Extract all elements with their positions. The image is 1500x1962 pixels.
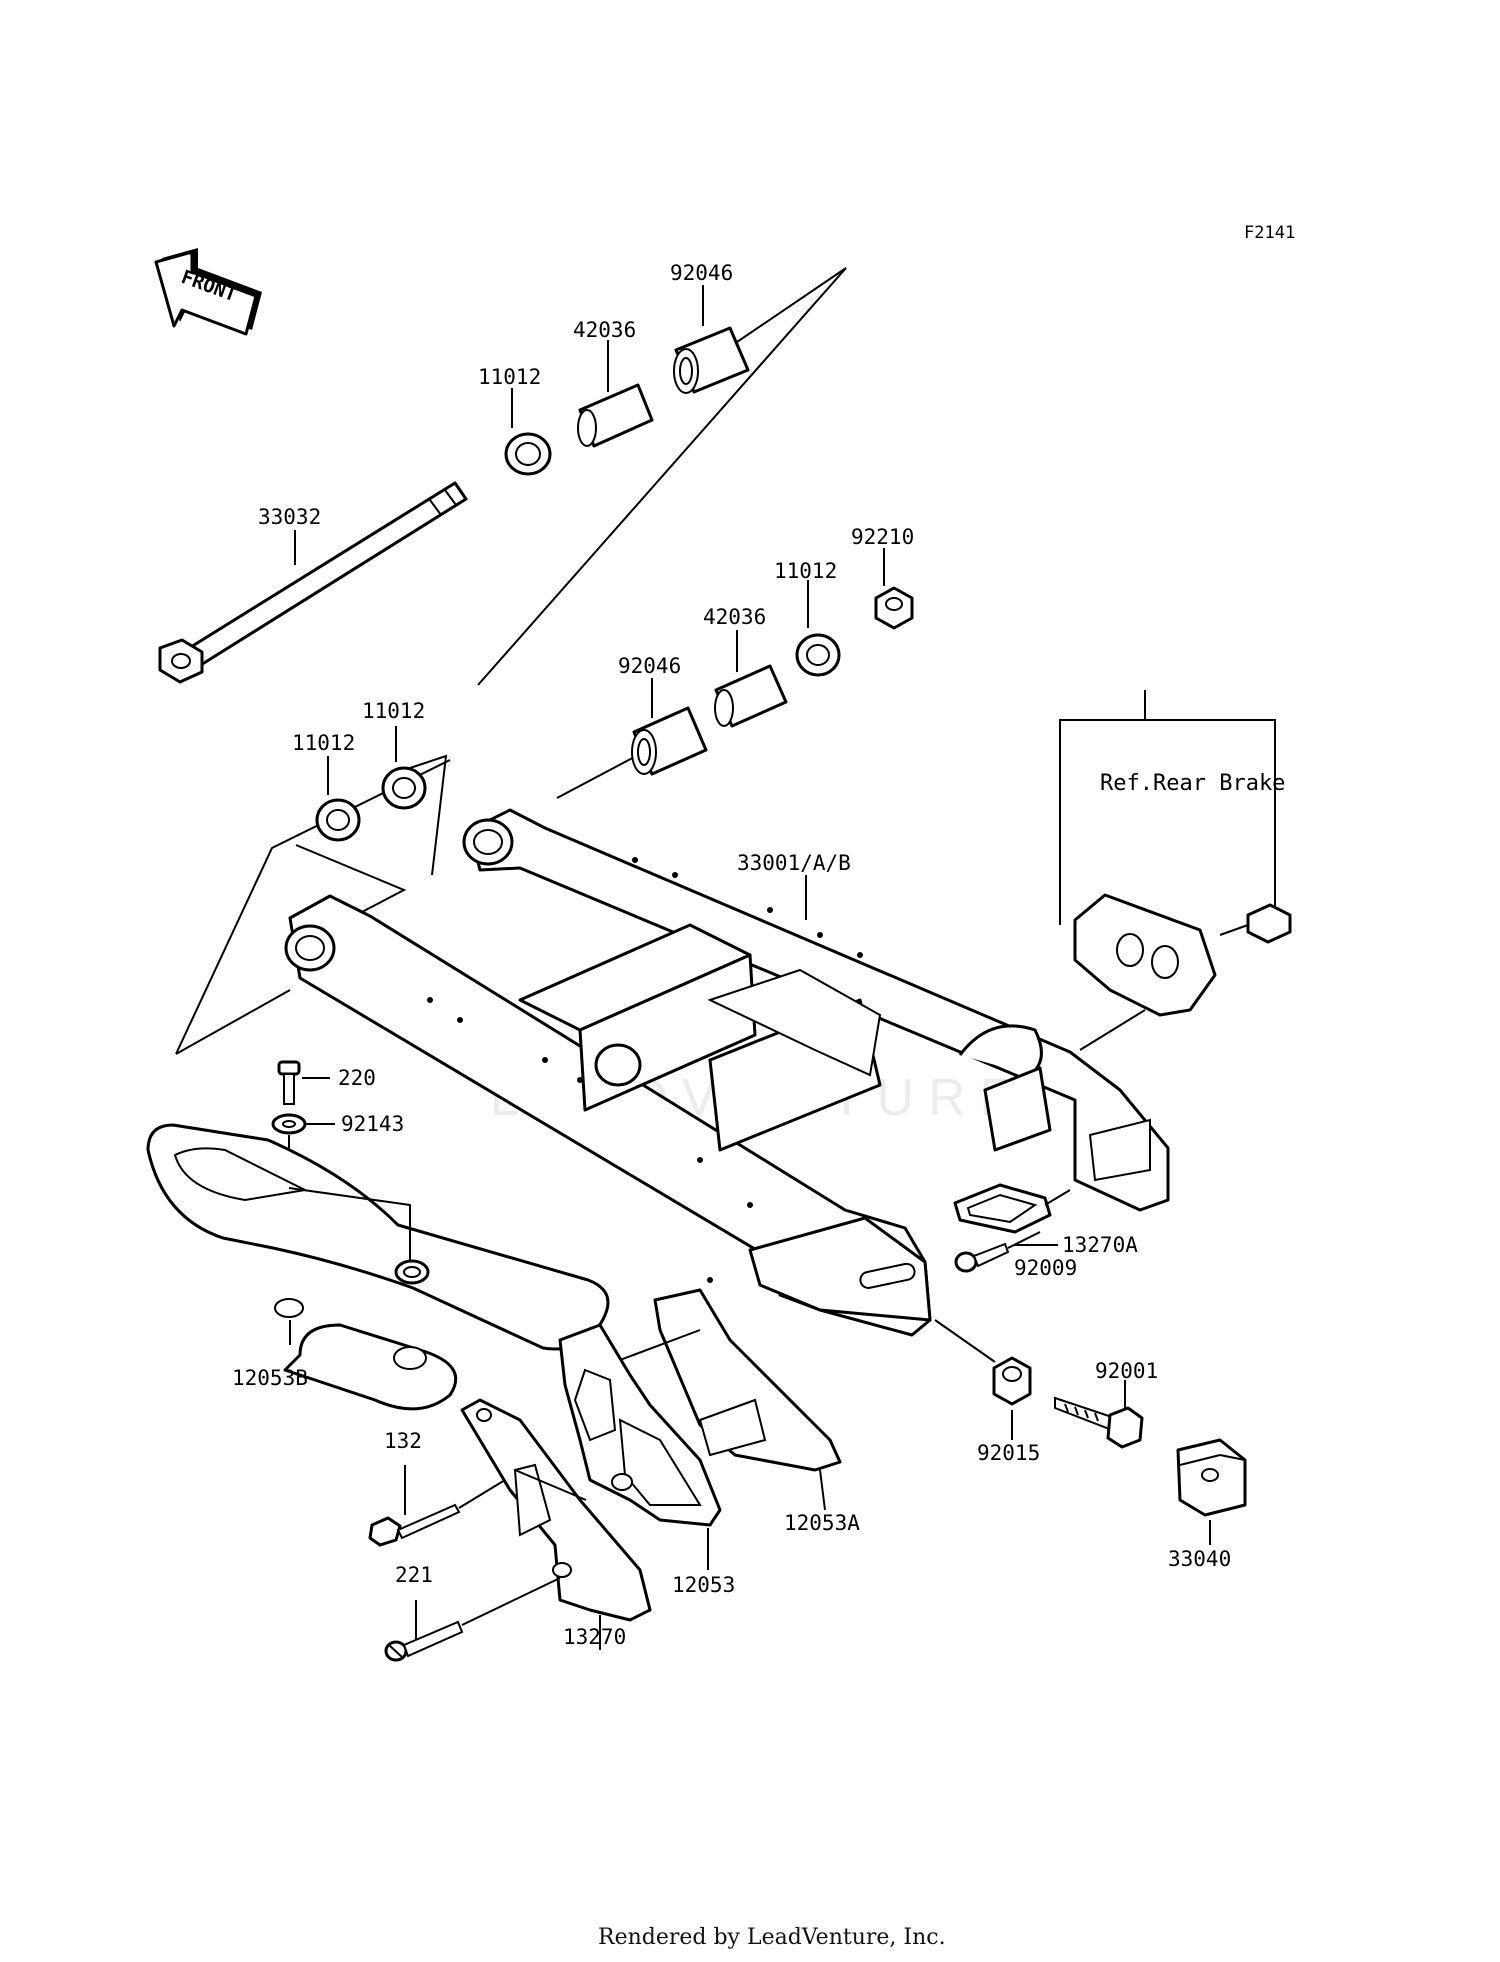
callout-13270A: 13270A <box>1062 1233 1138 1257</box>
front-arrow-icon: FRONT <box>154 248 262 336</box>
chain-slider-12053B <box>146 1123 610 1411</box>
collar-left <box>315 798 361 842</box>
screw-221 <box>384 1577 561 1662</box>
collar-top <box>504 432 552 476</box>
callout-92046-mid: 92046 <box>618 654 681 678</box>
bearing-mid <box>631 706 708 776</box>
reference-rear-brake: Ref.Rear Brake <box>1100 771 1285 796</box>
callout-33032: 33032 <box>258 505 321 529</box>
callout-11012-left: 11012 <box>292 731 355 755</box>
callout-42036-top: 42036 <box>573 318 636 342</box>
nut-92015 <box>934 1319 1032 1406</box>
footer-credit: Rendered by LeadVenture, Inc. <box>598 1925 946 1950</box>
bolt-132 <box>368 1479 506 1547</box>
callout-12053A: 12053A <box>784 1511 860 1535</box>
pivot-shaft <box>158 481 468 684</box>
callout-132: 132 <box>384 1429 422 1453</box>
callout-12053B: 12053B <box>232 1366 308 1390</box>
callout-92210: 92210 <box>851 525 914 549</box>
chain-guide-12053 <box>558 1323 722 1527</box>
chain-guide-13270 <box>460 1398 652 1622</box>
sleeve-mid <box>714 664 788 728</box>
bolt-220 <box>277 1060 330 1105</box>
callout-92015: 92015 <box>977 1441 1040 1465</box>
callout-11012-mid: 11012 <box>362 699 425 723</box>
callout-11012-right: 11012 <box>774 559 837 583</box>
pad-13270A <box>953 1183 1071 1234</box>
callout-33001: 33001/A/B <box>737 851 851 875</box>
rear-brake-bracket <box>1059 690 1292 1051</box>
collar-mid-right <box>795 633 841 677</box>
sleeve-top <box>577 383 654 448</box>
bolt-92001 <box>1054 1380 1144 1449</box>
leader-lines <box>294 285 1058 1650</box>
callout-92009: 92009 <box>1014 1256 1077 1280</box>
callout-92046-top: 92046 <box>670 261 733 285</box>
callout-92001: 92001 <box>1095 1359 1158 1383</box>
callout-221: 221 <box>395 1563 433 1587</box>
chain-guide-12053A <box>619 1288 842 1472</box>
block-33040 <box>1176 1438 1247 1545</box>
callout-12053: 12053 <box>672 1573 735 1597</box>
figure-code: F2141 <box>1244 223 1295 243</box>
callout-42036-mid: 42036 <box>703 605 766 629</box>
callout-92143: 92143 <box>341 1112 404 1136</box>
collar-mid-left <box>381 766 427 810</box>
swingarm <box>284 808 1170 1337</box>
callout-33040: 33040 <box>1168 1547 1231 1571</box>
callout-220: 220 <box>338 1066 376 1090</box>
nut-92210 <box>874 586 914 630</box>
screw-92009 <box>954 1231 1041 1273</box>
callout-13270: 13270 <box>563 1625 626 1649</box>
callout-11012-top: 11012 <box>478 365 541 389</box>
bearing-top <box>673 326 750 394</box>
